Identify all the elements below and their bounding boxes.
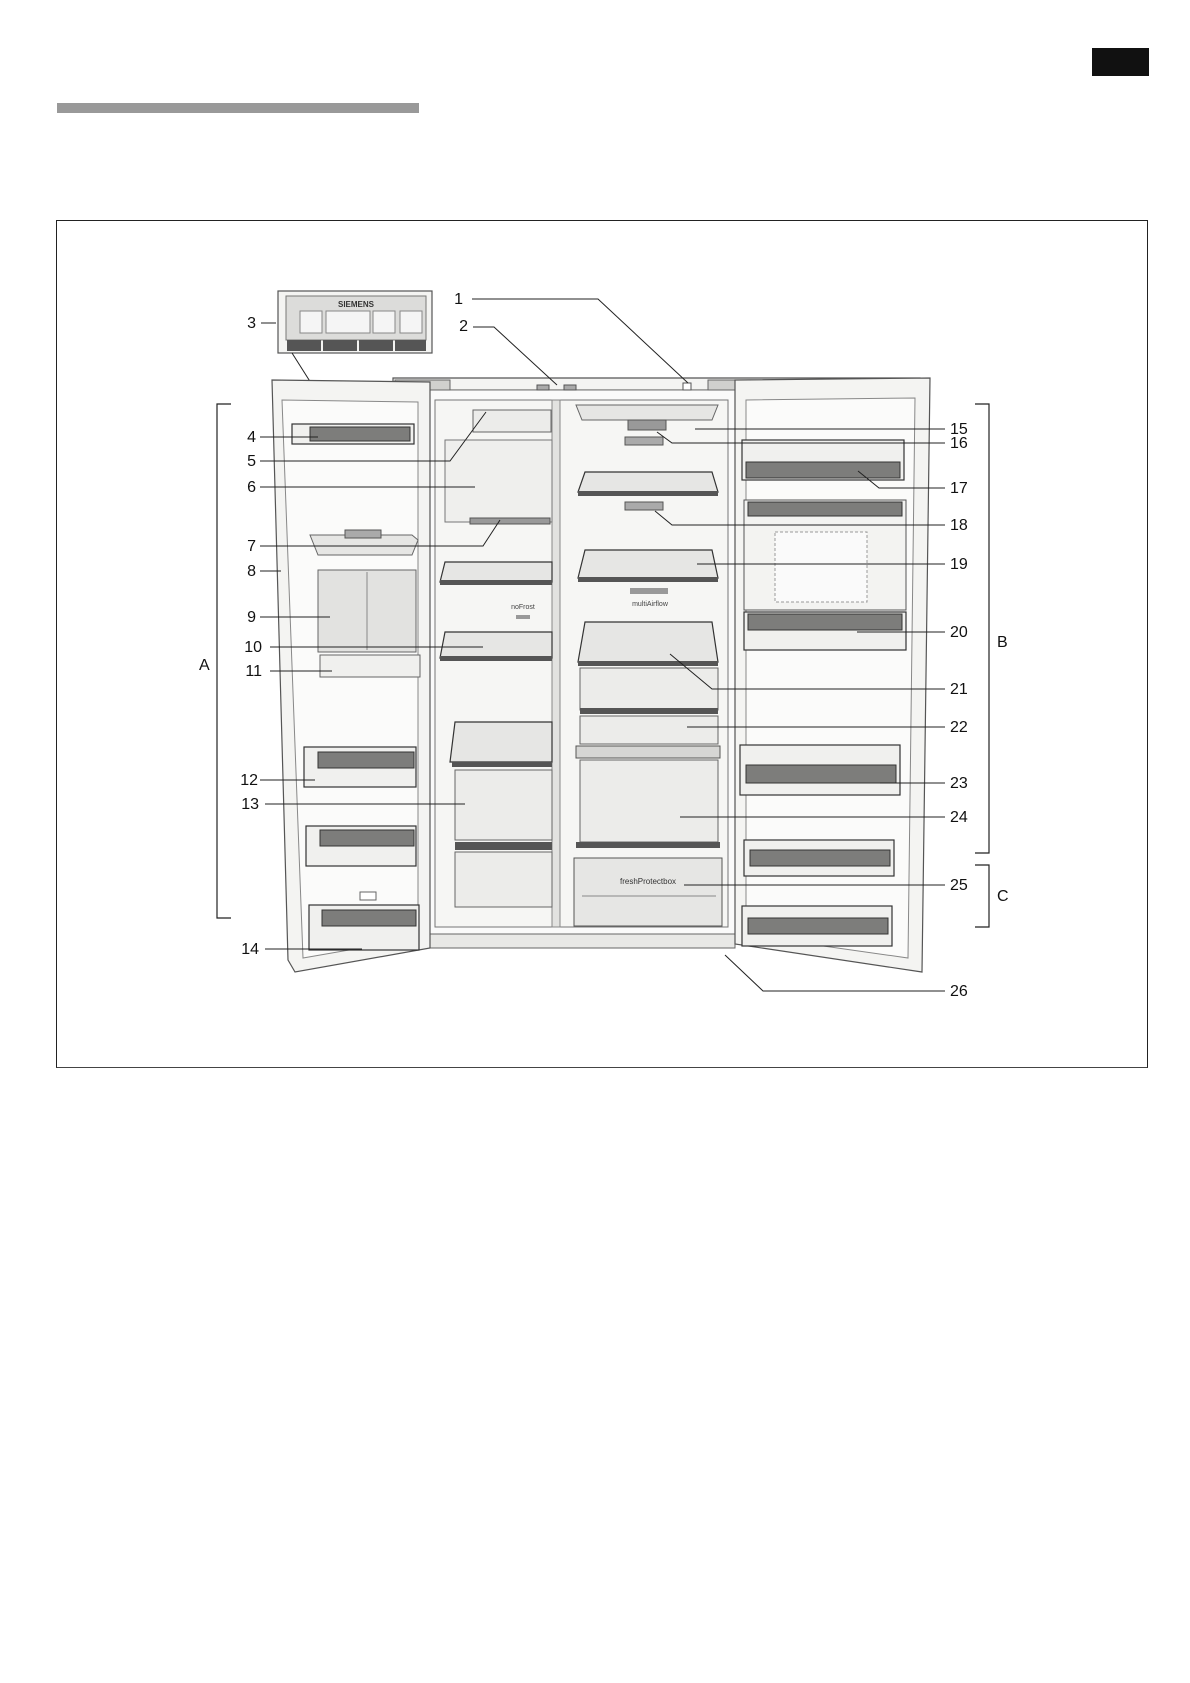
language-tab — [1092, 48, 1149, 76]
callout-22: 22 — [950, 719, 968, 736]
callout-c: C — [997, 888, 1009, 905]
callout-13: 13 — [241, 796, 259, 813]
callout-20: 20 — [950, 624, 968, 641]
panel-button-2 — [323, 340, 357, 351]
callout-9: 9 — [247, 609, 256, 626]
panel-button-1 — [287, 340, 321, 351]
callout-12: 12 — [240, 772, 258, 789]
brackets — [216, 403, 990, 928]
callout-labels: 1 2 3 4 5 6 7 8 9 10 11 12 13 14 15 16 1… — [199, 291, 1009, 1000]
callout-26: 26 — [950, 983, 968, 1000]
callout-b: B — [997, 634, 1008, 651]
callout-21: 21 — [950, 681, 968, 698]
callout-3: 3 — [247, 315, 256, 332]
callout-23: 23 — [950, 775, 968, 792]
callout-19: 19 — [950, 556, 968, 573]
callout-24: 24 — [950, 809, 968, 826]
fridge-door — [734, 377, 931, 973]
callout-6: 6 — [247, 479, 256, 496]
bracket-c — [975, 864, 990, 928]
panel-button-3 — [359, 340, 393, 351]
bracket-b — [975, 403, 990, 854]
freezer-door — [271, 379, 431, 973]
callout-a: A — [199, 657, 210, 674]
callout-7: 7 — [247, 538, 256, 555]
fridge-interior: multiAirflow freshProtectbox — [573, 404, 723, 927]
callout-8: 8 — [247, 563, 256, 580]
callout-25: 25 — [950, 877, 968, 894]
callout-16: 16 — [950, 435, 968, 452]
callout-14: 14 — [241, 941, 259, 958]
callout-4: 4 — [247, 429, 256, 446]
callout-2: 2 — [459, 318, 468, 335]
leader-lines — [260, 298, 945, 992]
panel-brand: SIEMENS — [338, 300, 375, 309]
freezer-interior: noFrost — [439, 409, 553, 908]
panel-button-4 — [395, 340, 426, 351]
freshprotect-label: freshProtectbox — [620, 877, 676, 886]
figure-frame — [56, 220, 1148, 1068]
multiairflow-label: multiAirflow — [632, 601, 669, 608]
callout-18: 18 — [950, 517, 968, 534]
callout-11: 11 — [245, 663, 262, 680]
section-header-bar — [57, 103, 419, 113]
callout-17: 17 — [950, 480, 968, 497]
callout-1: 1 — [454, 291, 463, 308]
callout-10: 10 — [244, 639, 262, 656]
bracket-a — [216, 403, 231, 919]
control-panel-inset: SIEMENS — [277, 290, 433, 384]
callout-5: 5 — [247, 453, 256, 470]
callout-15: 15 — [950, 421, 968, 438]
nofrost-label: noFrost — [511, 604, 535, 611]
